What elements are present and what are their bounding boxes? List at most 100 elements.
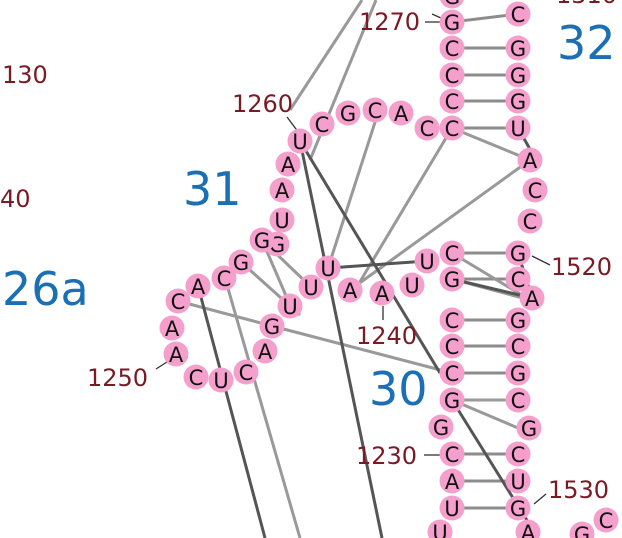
nucleotide-circle bbox=[427, 519, 453, 538]
nucleotide: U bbox=[399, 272, 425, 298]
nucleotide-circle bbox=[362, 97, 388, 123]
nucleotide: C bbox=[439, 240, 465, 266]
nucleotide-base: G bbox=[444, 389, 460, 413]
nucleotide-base: G bbox=[264, 315, 280, 339]
nucleotide-base: C bbox=[445, 443, 460, 467]
nucleotide: U bbox=[414, 248, 440, 274]
nucleotide-base: U bbox=[274, 209, 289, 233]
nucleotide: A bbox=[275, 151, 301, 177]
nucleotide-base: U bbox=[282, 295, 297, 319]
nucleotide-base: A bbox=[343, 279, 358, 303]
nucleotide-base: A bbox=[525, 287, 540, 311]
nucleotide: C bbox=[505, 441, 531, 467]
nucleotide: C bbox=[183, 364, 209, 390]
nucleotide: G bbox=[505, 62, 531, 88]
position-number-1250: 1250 bbox=[87, 364, 148, 392]
nucleotide: C bbox=[505, 387, 531, 413]
nucleotide: G bbox=[505, 240, 531, 266]
nucleotide: U bbox=[298, 274, 324, 300]
nucleotide-base: C bbox=[239, 361, 254, 385]
nucleotide-circle bbox=[440, 0, 464, 9]
nucleotide-circle bbox=[165, 288, 191, 314]
nucleotide: C bbox=[439, 35, 465, 61]
nucleotide-base: U bbox=[303, 276, 318, 300]
nucleotide-circle bbox=[439, 240, 465, 266]
nucleotide-base: C bbox=[420, 117, 435, 141]
nucleotide-circle bbox=[439, 307, 465, 333]
nucleotide-circle bbox=[185, 273, 211, 299]
nucleotide: A bbox=[439, 468, 465, 494]
nucleotide-base: C bbox=[445, 309, 460, 333]
nucleotide-circle bbox=[505, 441, 531, 467]
nucleotide-base: G bbox=[340, 102, 356, 126]
nucleotide-circle bbox=[269, 177, 295, 203]
nucleotide: C bbox=[439, 333, 465, 359]
nucleotide: A bbox=[515, 519, 541, 538]
nucleotide: G bbox=[505, 495, 531, 521]
nucleotide: U bbox=[439, 495, 465, 521]
nucleotide: U bbox=[315, 255, 341, 281]
connection-lines bbox=[155, 0, 551, 538]
nucleotide-base: G bbox=[510, 90, 526, 114]
nucleotide-base: C bbox=[217, 267, 232, 291]
nucleotide: A bbox=[388, 100, 414, 126]
nucleotide-base: U bbox=[419, 250, 434, 274]
nucleotide-base: C bbox=[445, 64, 460, 88]
nucleotide-circle bbox=[315, 255, 341, 281]
position-number-40: 40 bbox=[0, 185, 31, 213]
position-number-1240: 1240 bbox=[356, 322, 417, 350]
nucleotide: C bbox=[439, 115, 465, 141]
nucleotide: C bbox=[439, 360, 465, 386]
nucleotide-base: C bbox=[445, 37, 460, 61]
nucleotide-base: C bbox=[511, 3, 526, 27]
nucleotide: U bbox=[269, 207, 295, 233]
nucleotide-base: U bbox=[444, 497, 459, 521]
position-number-1270: 1270 bbox=[359, 8, 420, 36]
nucleotide-base: G bbox=[444, 11, 460, 35]
nucleotide-layer: GGCCCCCGGGACCUCACGCUAAGGGCACAACUCAGUUUAA… bbox=[159, 0, 619, 538]
nucleotide-base: U bbox=[292, 130, 307, 154]
nucleotide-base: G bbox=[510, 37, 526, 61]
nucleotide-base: C bbox=[528, 179, 543, 203]
nucleotide-base: A bbox=[191, 275, 206, 299]
nucleotide: U bbox=[505, 115, 531, 141]
nucleotide-base: C bbox=[189, 366, 204, 390]
nucleotide-circle bbox=[287, 128, 313, 154]
nucleotide-base: C bbox=[511, 268, 526, 292]
nucleotide: C bbox=[517, 208, 543, 234]
nucleotide: C bbox=[505, 266, 531, 292]
nucleotide-circle bbox=[275, 151, 301, 177]
nucleotide-circle bbox=[505, 360, 531, 386]
helix-label-26a: 26a bbox=[2, 262, 89, 316]
helix-label-32: 32 bbox=[557, 16, 616, 70]
nucleotide: A bbox=[519, 285, 545, 311]
nucleotide-base: C bbox=[511, 335, 526, 359]
nucleotide-circle bbox=[163, 341, 189, 367]
nucleotide-circle bbox=[439, 495, 465, 521]
nucleotide-base: C bbox=[171, 290, 186, 314]
nucleotide-circle bbox=[439, 115, 465, 141]
nucleotide-base: G bbox=[521, 417, 537, 441]
nucleotide-base: A bbox=[258, 340, 273, 364]
nucleotide-base: G bbox=[510, 362, 526, 386]
nucleotide-base: A bbox=[275, 179, 290, 203]
nucleotide-circle bbox=[211, 265, 237, 291]
nucleotide: A bbox=[269, 177, 295, 203]
nucleotide: C bbox=[439, 307, 465, 333]
nucleotide-base: A bbox=[445, 470, 460, 494]
nucleotide-base: A bbox=[523, 149, 538, 173]
nucleotide-base: C bbox=[511, 443, 526, 467]
nucleotide-circle bbox=[335, 100, 361, 126]
nucleotide-base: U bbox=[213, 369, 228, 393]
nucleotide: A bbox=[252, 338, 278, 364]
nucleotide-base: G bbox=[233, 251, 249, 275]
nucleotide-circle bbox=[519, 285, 545, 311]
nucleotide-circle bbox=[505, 35, 531, 61]
nucleotide: G bbox=[569, 521, 595, 538]
nucleotide-base: C bbox=[445, 90, 460, 114]
nucleotide-circle bbox=[337, 277, 363, 303]
nucleotide: U bbox=[287, 128, 313, 154]
nucleotide-base: U bbox=[510, 470, 525, 494]
nucleotide: G bbox=[505, 35, 531, 61]
nucleotide-circle bbox=[369, 280, 395, 306]
